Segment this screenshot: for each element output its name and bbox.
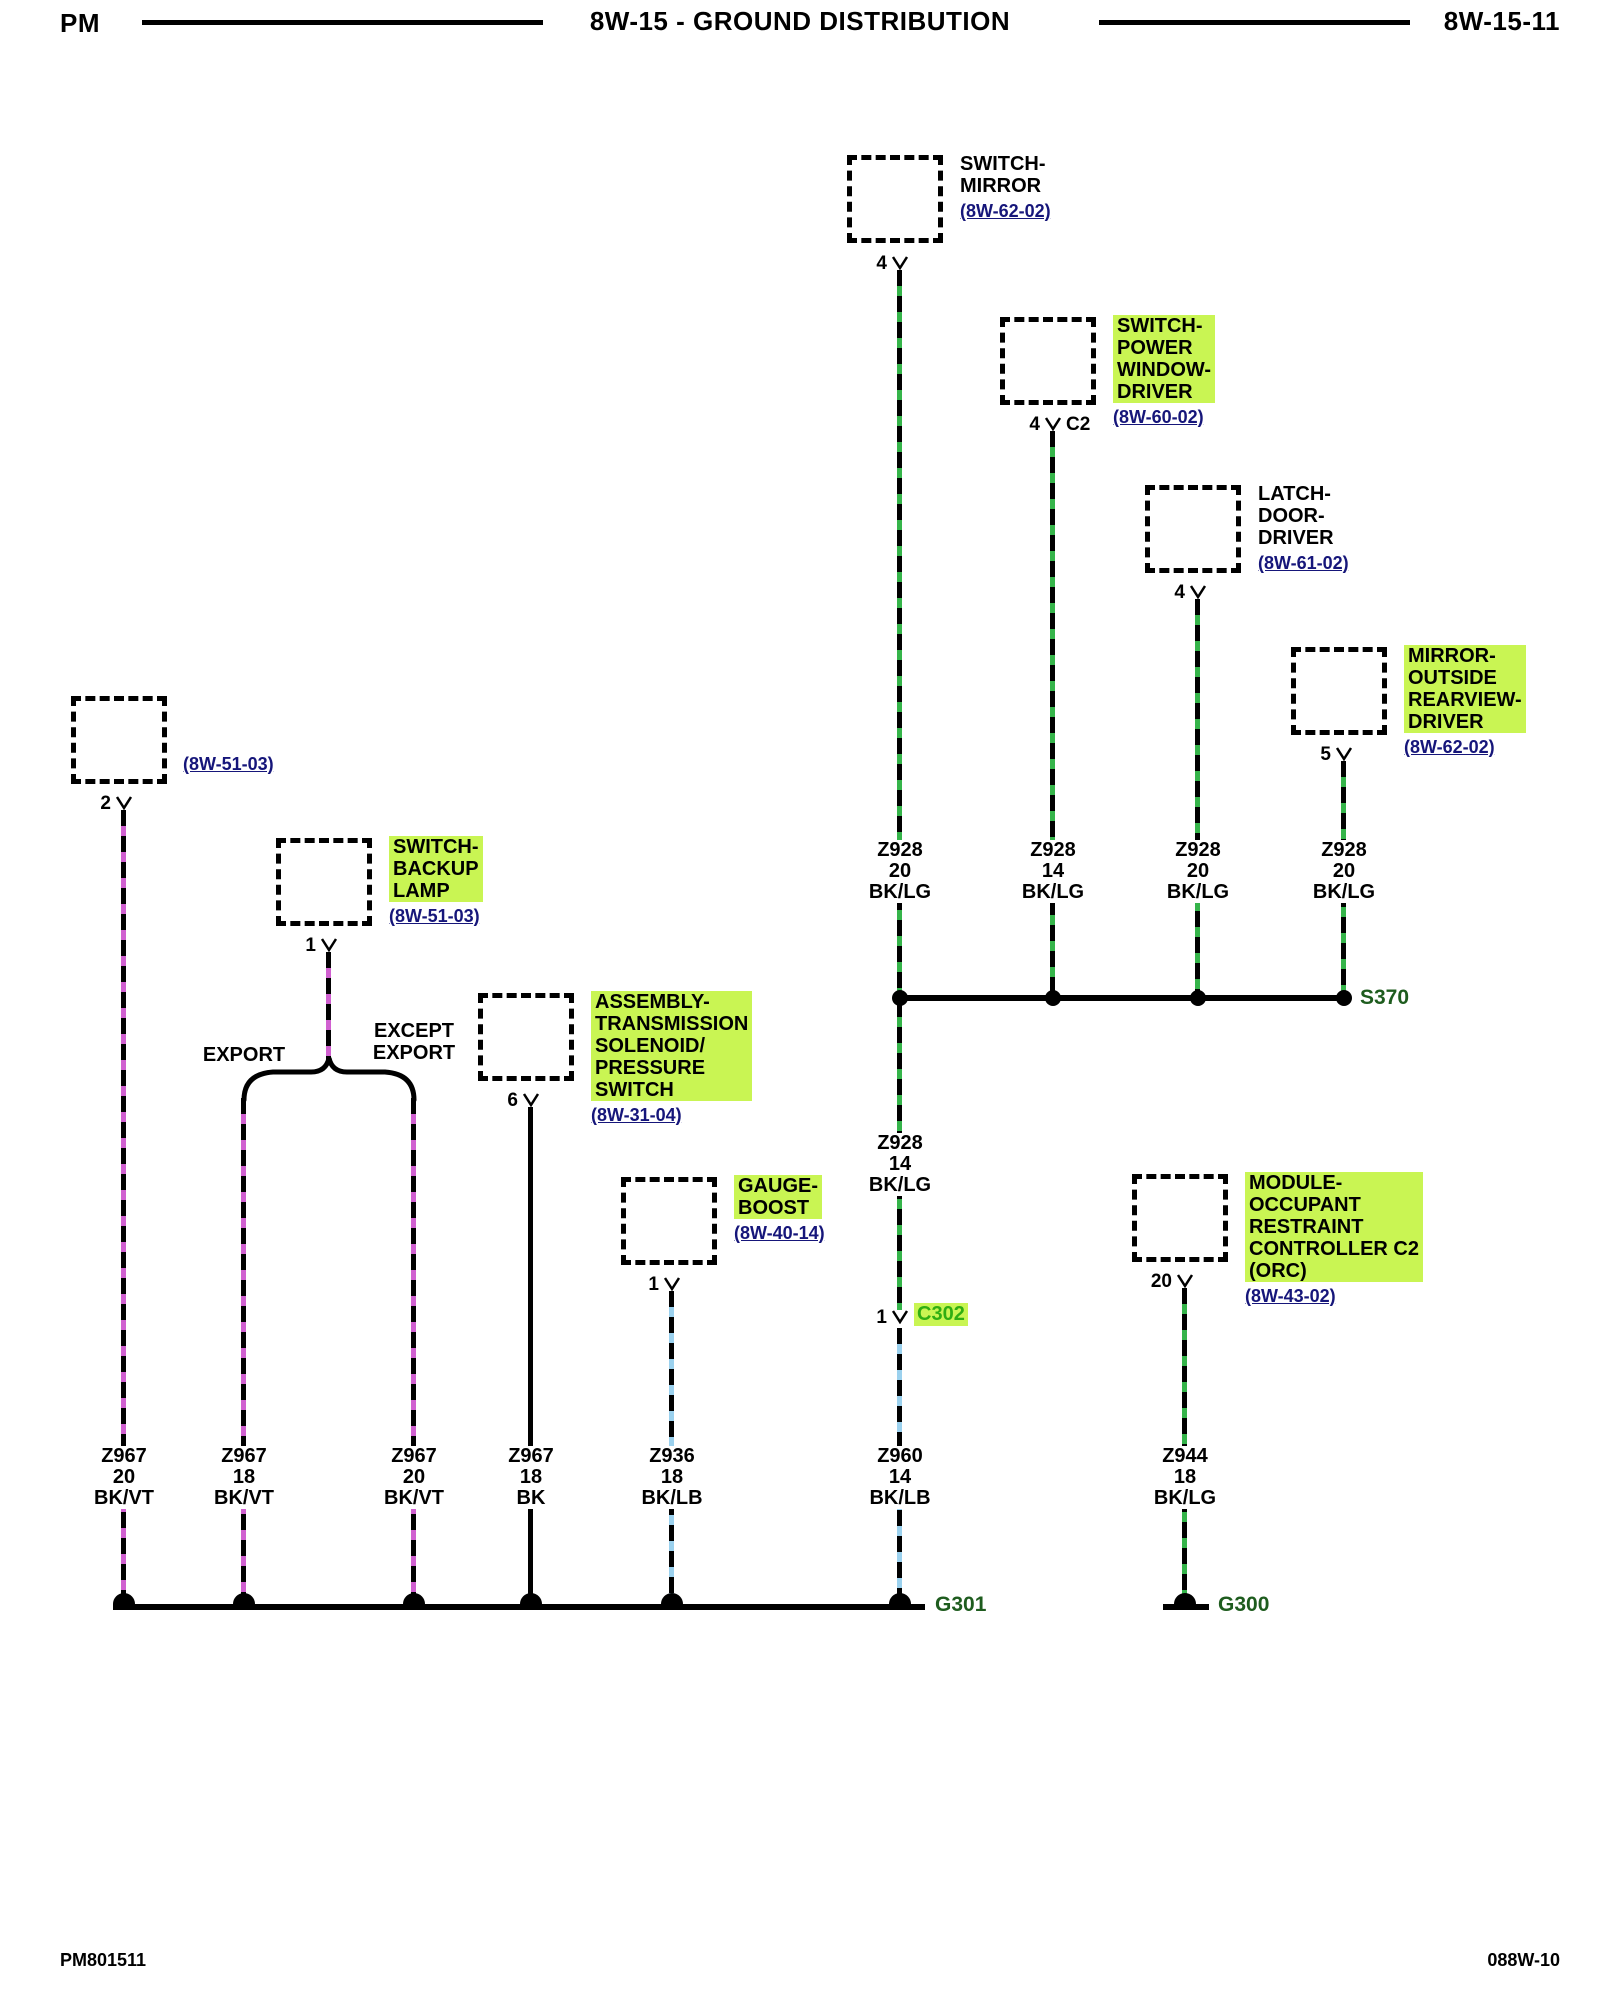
connector-box-switch-mirror — [847, 155, 943, 243]
component-label-door-latch: LATCH- DOOR- DRIVER (8W-61-02) — [1258, 483, 1349, 573]
pin-number-door-latch: 4 — [1174, 582, 1185, 603]
splice-junction-dot — [1045, 990, 1061, 1006]
component-label-power-window-switch: SWITCH- POWER WINDOW- DRIVER (8W-60-02) — [1113, 315, 1216, 428]
pin-number-mirror-switch: 4 — [876, 253, 887, 274]
label-except-export: EXCEPT EXPORT — [372, 1020, 456, 1064]
reference-8w-62-02b: (8W-62-02) — [1404, 737, 1495, 757]
ground-connection-dome — [113, 1593, 135, 1605]
footer-document-number: PM801511 — [60, 1950, 147, 1970]
reference-8w-31-04: (8W-31-04) — [591, 1105, 682, 1125]
inline-connector-chevron-icon — [891, 1310, 909, 1324]
connector-box-outside-mirror — [1291, 647, 1387, 735]
header-rule-left — [142, 20, 543, 25]
reference-8w-51-03b: (8W-51-03) — [389, 906, 480, 926]
ground-connection-dome — [520, 1593, 542, 1605]
ground-bus-g301 — [113, 1604, 925, 1610]
connector-label-c302: C302 — [914, 1303, 968, 1326]
ground-connection-dome — [661, 1593, 683, 1605]
wire-backup-lamp-stub — [326, 952, 331, 1060]
connector-box-door-latch — [1145, 485, 1241, 573]
footer-sheet-number: 088W-10 — [1487, 1950, 1560, 1970]
connector-box-orc-module — [1132, 1174, 1228, 1262]
connector-box-transmission-solenoid — [478, 993, 574, 1081]
wire-z928-14-power-window — [1050, 431, 1055, 998]
pin-number-outside-mirror: 5 — [1320, 744, 1331, 765]
reference-8w-51-03: (8W-51-03) — [183, 754, 274, 774]
pin-chevron-icon — [320, 938, 338, 952]
pin-number-power-window-switch: 4 — [1029, 414, 1040, 435]
pin-chevron-icon — [115, 796, 133, 810]
wire-z967-18-export — [241, 1098, 246, 1607]
pin-chevron-icon — [1044, 417, 1062, 431]
ground-connection-dome — [233, 1593, 255, 1605]
reference-8w-60-02: (8W-60-02) — [1113, 407, 1204, 427]
splice-bus-s370 — [897, 995, 1347, 1001]
splice-junction-dot — [1190, 990, 1206, 1006]
pin-number-transmission-solenoid: 6 — [507, 1090, 518, 1111]
reference-8w-40-14: (8W-40-14) — [734, 1223, 825, 1243]
splice-label-s370: S370 — [1360, 986, 1410, 1009]
pin-connector-c2: C2 — [1066, 414, 1091, 435]
ground-bus-g300 — [1163, 1604, 1209, 1610]
connector-box-boost-gauge — [621, 1177, 717, 1265]
header-code: PM — [60, 8, 100, 38]
reference-8w-43-02: (8W-43-02) — [1245, 1286, 1336, 1306]
component-label-transmission-solenoid: ASSEMBLY- TRANSMISSION SOLENOID/ PRESSUR… — [591, 991, 753, 1126]
connector-box-unnamed — [71, 696, 167, 784]
wire-z967-18-bk-transmission — [528, 1107, 533, 1607]
pin-chevron-icon — [1189, 585, 1207, 599]
connector-box-backup-lamp-switch — [276, 838, 372, 926]
header-rule-right — [1099, 20, 1410, 25]
splice-junction-dot — [892, 990, 908, 1006]
branch-brace — [241, 1057, 417, 1103]
pin-number-boost-gauge: 1 — [648, 1274, 659, 1295]
pin-chevron-icon — [1335, 747, 1353, 761]
wire-z967-20-except-export — [411, 1098, 416, 1607]
ground-connection-dome — [889, 1593, 911, 1605]
connector-box-power-window-switch — [1000, 317, 1096, 405]
pin-number-c302: 1 — [876, 1307, 887, 1328]
pin-number-unnamed-connector: 2 — [100, 793, 111, 814]
label-export: EXPORT — [202, 1044, 286, 1066]
component-label-boost-gauge: GAUGE- BOOST (8W-40-14) — [734, 1175, 825, 1243]
wire-z928-20-mirror-switch — [897, 270, 902, 998]
reference-8w-61-02: (8W-61-02) — [1258, 553, 1349, 573]
ground-connection-dome — [1174, 1593, 1196, 1605]
wire-z967-20-left — [121, 810, 126, 1607]
splice-junction-dot — [1336, 990, 1352, 1006]
component-label-outside-mirror: MIRROR- OUTSIDE REARVIEW- DRIVER (8W-62-… — [1404, 645, 1526, 758]
ground-connection-dome — [403, 1593, 425, 1605]
ground-label-g300: G300 — [1218, 1593, 1270, 1616]
header-page-number: 8W-15-11 — [1443, 6, 1560, 36]
component-label-switch-mirror: SWITCH- MIRROR (8W-62-02) — [960, 153, 1051, 221]
wire-z928-20-door-latch — [1195, 599, 1200, 998]
pin-number-orc-module: 20 — [1150, 1271, 1172, 1292]
component-label-backup-lamp-switch: SWITCH- BACKUP LAMP (8W-51-03) — [389, 836, 483, 927]
reference-8w-62-02: (8W-62-02) — [960, 201, 1051, 221]
pin-chevron-icon — [1176, 1274, 1194, 1288]
pin-chevron-icon — [891, 256, 909, 270]
pin-number-backup-lamp-switch: 1 — [305, 935, 316, 956]
page-title: 8W-15 - GROUND DISTRIBUTION — [589, 6, 1011, 36]
component-label-orc-module: MODULE- OCCUPANT RESTRAINT CONTROLLER C2… — [1245, 1172, 1423, 1307]
pin-chevron-icon — [663, 1277, 681, 1291]
ground-label-g301: G301 — [935, 1593, 987, 1616]
pin-chevron-icon — [522, 1093, 540, 1107]
